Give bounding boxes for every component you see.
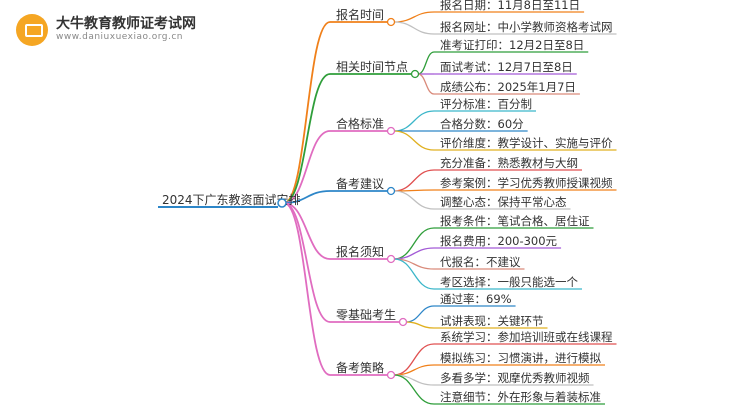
site-logo: 大牛教育教师证考试网 www.daniuxuexiao.org.cn bbox=[14, 12, 234, 48]
leaf-edge bbox=[393, 130, 435, 151]
leaf-label: 评价维度：教学设计、实施与评价 bbox=[440, 136, 613, 150]
leaf-label: 参考案例：学习优秀教师授课视频 bbox=[440, 176, 613, 190]
leaf-label: 报名日期：11月8日至11日 bbox=[440, 0, 580, 12]
branch-knob bbox=[386, 186, 396, 196]
leaf-label: 代报名：不建议 bbox=[440, 255, 521, 269]
branch-edge bbox=[283, 190, 331, 204]
book-icon bbox=[16, 14, 48, 46]
leaf-label: 面试考试：12月7日至8日 bbox=[440, 60, 573, 74]
branch-label: 相关时间节点 bbox=[336, 60, 408, 74]
leaf-label: 多看多学：观摩优秀教师视频 bbox=[440, 371, 590, 385]
branch-knob bbox=[386, 17, 396, 27]
branch-label: 合格标准 bbox=[336, 116, 384, 131]
leaf-label: 评分标准：百分制 bbox=[440, 97, 532, 111]
branch-edge bbox=[283, 21, 331, 204]
leaf-edge bbox=[393, 258, 435, 290]
branch-knob bbox=[386, 254, 396, 264]
leaf-label: 调整心态：保持平常心态 bbox=[440, 195, 567, 209]
branch-edge bbox=[283, 202, 331, 376]
root-knob bbox=[277, 198, 287, 208]
leaf-label: 合格分数：60分 bbox=[440, 117, 524, 131]
leaf-edge bbox=[393, 169, 435, 192]
leaf-label: 试讲表现：关键环节 bbox=[440, 314, 544, 328]
leaf-label: 报名网址：中小学教师资格考试网 bbox=[440, 20, 613, 34]
branch-label: 报名须知 bbox=[336, 244, 384, 259]
leaf-label: 模拟练习：习惯演讲，进行模拟 bbox=[440, 351, 601, 365]
leaf-edge bbox=[394, 11, 435, 23]
leaf-edge bbox=[406, 321, 435, 329]
branch-knob bbox=[398, 317, 408, 327]
branch-knob bbox=[386, 126, 396, 136]
branch-label: 报名时间 bbox=[336, 7, 384, 22]
leaf-label: 通过率：69% bbox=[440, 292, 512, 306]
branch-edge bbox=[283, 202, 331, 260]
leaf-edge bbox=[393, 110, 435, 132]
leaf-edge bbox=[393, 227, 435, 260]
leaf-label: 报名费用：200-300元 bbox=[440, 234, 558, 248]
leaf-edge bbox=[417, 51, 435, 75]
branch-edge bbox=[283, 202, 331, 323]
leaf-label: 成绩公布：2025年1月7日 bbox=[440, 80, 576, 94]
leaf-edge bbox=[405, 305, 435, 323]
leaf-edge bbox=[417, 73, 435, 95]
branch-label: 备考策略 bbox=[336, 360, 384, 375]
leaf-label: 系统学习：参加培训班或在线课程 bbox=[440, 330, 613, 344]
leaf-edge bbox=[393, 374, 435, 405]
branch-knob bbox=[410, 69, 420, 79]
leaf-label: 注意细节：外在形象与着装标准 bbox=[440, 390, 601, 404]
branch-label: 零基础考生 bbox=[336, 308, 396, 322]
leaf-edge bbox=[394, 190, 435, 210]
branch-edge bbox=[283, 130, 331, 204]
leaf-label: 报考条件：笔试合格、居住证 bbox=[440, 214, 590, 228]
leaf-label: 充分准备：熟悉教材与大纲 bbox=[440, 156, 578, 170]
branch-knob bbox=[386, 370, 396, 380]
leaf-label: 考区选择：一般只能选一个 bbox=[440, 275, 578, 289]
branch-edge bbox=[283, 73, 331, 204]
root-label: 2024下广东教资面试安排 bbox=[162, 192, 301, 207]
leaf-edge bbox=[394, 21, 435, 35]
logo-title: 大牛教育教师证考试网 bbox=[56, 16, 196, 32]
leaf-label: 准考证打印：12月2日至8日 bbox=[440, 38, 584, 52]
logo-url: www.daniuxuexiao.org.cn bbox=[56, 32, 183, 42]
branch-label: 备考建议 bbox=[336, 177, 384, 191]
